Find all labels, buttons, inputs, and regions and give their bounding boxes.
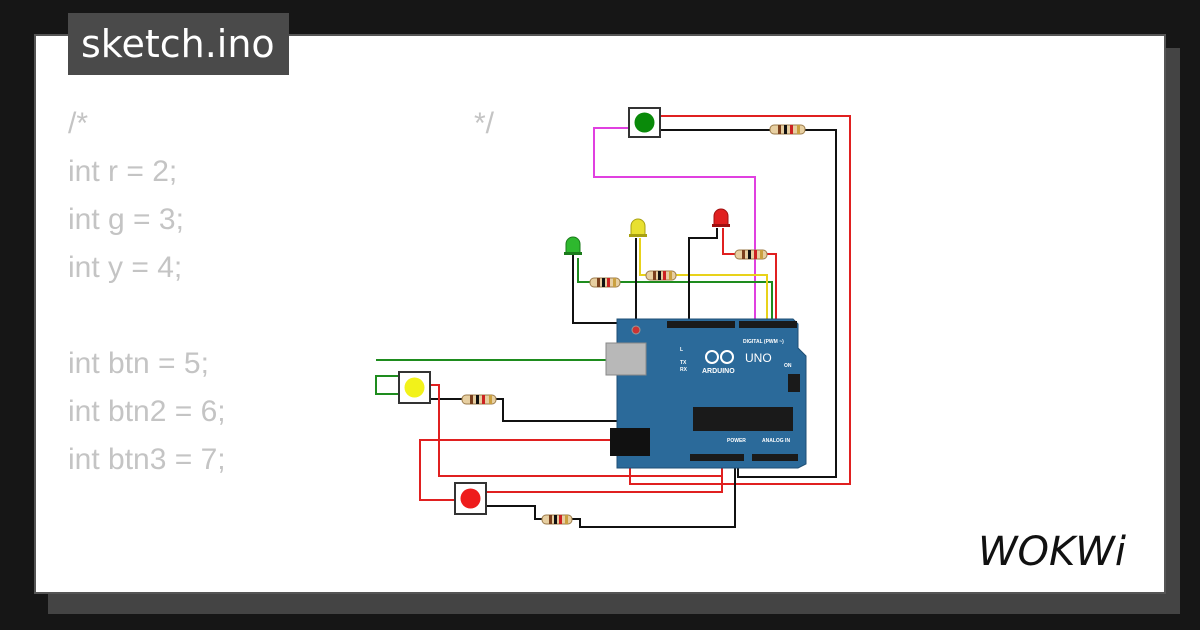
- resistor: [645, 270, 677, 281]
- header-power: [690, 454, 744, 461]
- code-line: int btn = 5;: [68, 347, 209, 380]
- yellow-button: [398, 371, 431, 404]
- wokwi-logo: WOKWi: [978, 529, 1126, 575]
- resistor: [461, 394, 497, 405]
- wire-yellow: [639, 238, 646, 276]
- yellow-led: [629, 218, 647, 237]
- red-button: [454, 482, 487, 515]
- resistors: [461, 124, 806, 525]
- wire-black: [688, 228, 718, 323]
- board-brand: ARDUINO: [702, 368, 735, 375]
- on-label: ON: [784, 363, 792, 369]
- code-line: int g = 3;: [68, 203, 184, 236]
- board-name: UNO: [745, 351, 772, 365]
- resistor: [734, 249, 768, 260]
- code-line: /*: [68, 107, 89, 140]
- resistor: [769, 124, 806, 135]
- wire-green: [620, 281, 773, 326]
- resistor: [589, 277, 621, 288]
- header-analog: [752, 454, 798, 461]
- l-label: L: [680, 347, 683, 353]
- power-jack: [610, 428, 650, 456]
- icsp: [788, 374, 800, 392]
- rx-label: RX: [680, 367, 688, 373]
- power-label: POWER: [727, 438, 746, 444]
- green-led: [564, 236, 582, 255]
- green-button: [628, 107, 661, 138]
- wire-red: [430, 384, 723, 477]
- code-comment-end: */: [474, 107, 495, 140]
- wokwi-logo-text: WOKWi: [978, 529, 1126, 575]
- code-preview: /* int r = 2; int g = 3; int y = 4; int …: [68, 100, 226, 484]
- usb-port: [605, 342, 647, 376]
- chip: [693, 407, 793, 431]
- reset-button: [631, 325, 641, 335]
- tx-label: TX: [680, 360, 687, 366]
- wire-green: [375, 375, 400, 395]
- analog-label: ANALOG IN: [762, 438, 790, 444]
- wire-magenta: [593, 127, 756, 326]
- code-line: int btn3 = 7;: [68, 443, 226, 476]
- header-digital-1: [667, 321, 735, 328]
- arduino-uno-board: DIGITAL (PWM ~) ARDUINO UNO TX RX L ON P…: [605, 318, 807, 469]
- wire-red: [722, 228, 735, 255]
- header-digital-2: [739, 321, 797, 328]
- wire-black: [572, 460, 736, 528]
- wire-black: [572, 255, 622, 324]
- arduino-logo-icon: [705, 350, 734, 364]
- digital-label: DIGITAL (PWM ~): [743, 339, 784, 345]
- code-line: int btn2 = 6;: [68, 395, 226, 428]
- red-led: [712, 208, 730, 227]
- wire-red: [767, 253, 777, 326]
- wire-red: [486, 476, 723, 493]
- wire-green: [577, 258, 590, 283]
- resistor: [541, 514, 573, 525]
- code-line: int y = 4;: [68, 251, 183, 284]
- code-line: int r = 2;: [68, 155, 178, 188]
- sketch-title: sketch.ino: [68, 13, 289, 75]
- wire-yellow: [676, 274, 768, 326]
- wire-black: [486, 505, 542, 520]
